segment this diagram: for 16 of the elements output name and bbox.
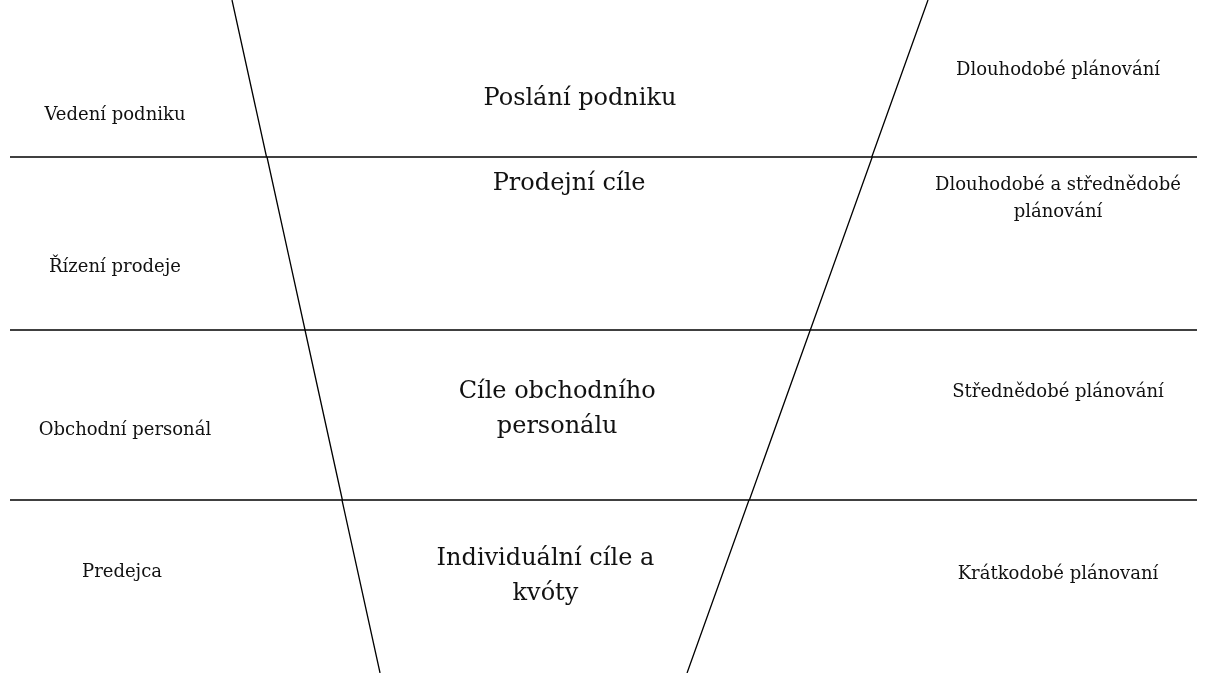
funnel-segment xyxy=(304,330,810,500)
segment-title: Poslání podniku xyxy=(482,81,678,113)
planning-label: Krátkodobé plánovaní xyxy=(956,560,1160,585)
funnel-segment xyxy=(266,157,872,330)
planning-label: Dlouhodobé a střednědobé plánování xyxy=(934,172,1182,223)
funnel-segment xyxy=(341,500,749,673)
level-label: Řízení prodeje xyxy=(48,253,182,278)
planning-label: Střednědobé plánování xyxy=(951,378,1165,403)
planning-label: Dlouhodobé plánování xyxy=(955,56,1161,81)
segment-title: Individuální cíle a kvóty xyxy=(435,542,656,608)
segment-title: Cíle obchodního personálu xyxy=(457,375,657,441)
funnel-segment xyxy=(232,0,928,157)
level-label: Predejca xyxy=(81,558,163,583)
level-label: Obchodní personál xyxy=(37,416,213,441)
segment-title: Prodejní cíle xyxy=(491,166,647,198)
level-label: Vedení podniku xyxy=(43,101,187,126)
